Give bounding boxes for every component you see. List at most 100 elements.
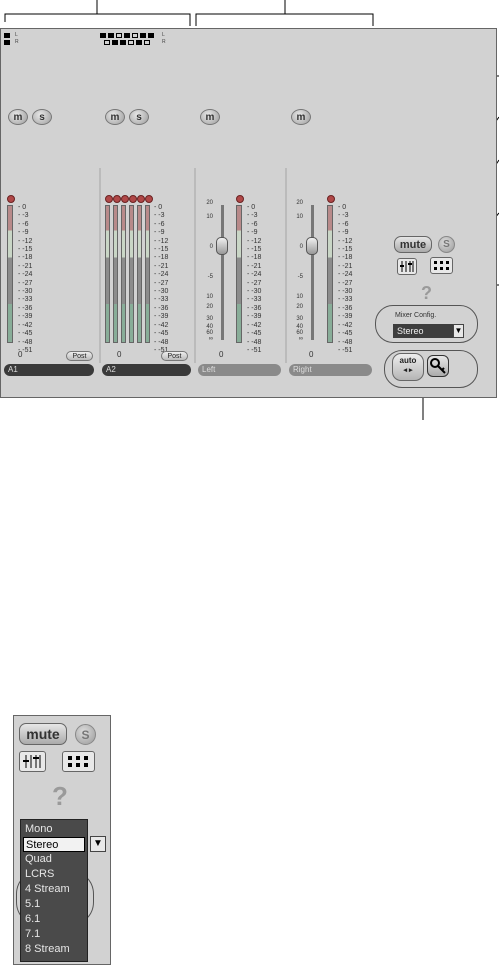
fader-scale-tick: 30 xyxy=(296,316,303,322)
meter-scale-tick: - -48 xyxy=(154,338,169,346)
meter-scale-tick: - -39 xyxy=(247,313,262,321)
strip-a2-clip-indicator[interactable] xyxy=(145,195,153,203)
matrix-view-button[interactable] xyxy=(430,257,453,274)
meter-scale-tick: - -36 xyxy=(154,304,169,312)
strip-left-mute-button[interactable]: m xyxy=(200,109,220,125)
meter-scale-tick: - -48 xyxy=(338,338,353,346)
strip-a2-meter xyxy=(129,205,134,343)
strip-a2-clip-indicator[interactable] xyxy=(121,195,129,203)
meter-scale-tick: - -3 xyxy=(154,212,165,220)
meter-scale-tick: - 0 xyxy=(154,204,163,211)
chevron-down-icon[interactable]: ▼ xyxy=(90,836,106,852)
strip-a2-mute-button[interactable]: m xyxy=(105,109,125,125)
meter-scale: - 0- -3- -6- -9- -12- -15- -18- -21- -24… xyxy=(247,204,261,355)
meter-scale-tick: - -39 xyxy=(338,313,353,321)
inset-matrix-view-button[interactable] xyxy=(62,751,95,772)
strip-right-meter xyxy=(327,205,333,343)
fader-view-icon xyxy=(400,261,414,272)
mini-label-l: L xyxy=(15,32,18,38)
dropdown-option-selected[interactable]: Stereo xyxy=(23,837,85,852)
master-solo-button[interactable]: S xyxy=(438,236,455,253)
meter-scale-tick: - -42 xyxy=(338,321,353,329)
matrix-view-icon xyxy=(434,261,449,270)
strip-a2-solo-button[interactable]: s xyxy=(129,109,149,125)
strip-a2-meter xyxy=(113,205,118,343)
strip-right-fader-handle[interactable] xyxy=(306,237,318,255)
mini-label-r-2: R xyxy=(162,39,166,45)
meter-scale-tick: - -45 xyxy=(154,330,169,338)
mixer-config-select[interactable]: Stereo xyxy=(393,324,453,338)
strip-a1-name[interactable]: A1 xyxy=(4,364,94,376)
inset-solo-button[interactable]: S xyxy=(75,724,96,745)
help-icon[interactable]: ? xyxy=(421,283,432,303)
strip-a1-clip-indicator[interactable] xyxy=(7,195,15,203)
meter-scale-tick: - -51 xyxy=(154,346,169,354)
meter-scale-tick: - -39 xyxy=(18,313,33,321)
strip-left-meter xyxy=(236,205,242,343)
meter-scale-tick: - -18 xyxy=(247,254,262,262)
meter-scale-tick: - -36 xyxy=(18,304,33,312)
meter-scale-tick: - -45 xyxy=(18,330,33,338)
strip-a2-name[interactable]: A2 xyxy=(102,364,191,376)
meter-scale-tick: - -6 xyxy=(338,220,349,228)
dropdown-option[interactable]: Quad xyxy=(25,853,52,865)
meter-scale-tick: - 0 xyxy=(18,204,27,211)
meter-scale: - 0- -3- -6- -9- -12- -15- -18- -21- -24… xyxy=(18,204,32,355)
meter-scale-tick: - -6 xyxy=(247,220,258,228)
strip-left-fader-handle[interactable] xyxy=(216,237,228,255)
inset-mute-button[interactable]: mute xyxy=(19,723,67,745)
master-mute-button[interactable]: mute xyxy=(394,236,432,253)
matrix-view-icon xyxy=(68,756,88,767)
dropdown-option[interactable]: 7.1 xyxy=(25,928,41,940)
fader-view-button[interactable] xyxy=(397,258,417,275)
mini-meter-a2-grid xyxy=(100,33,160,49)
fader-scale-tick: 20 xyxy=(296,200,303,206)
strip-a2-clip-indicator[interactable] xyxy=(129,195,137,203)
inset-fader-view-button[interactable] xyxy=(19,751,46,772)
dropdown-option[interactable]: 6.1 xyxy=(25,913,41,925)
dropdown-option[interactable]: 8 Stream xyxy=(25,943,70,955)
strip-a1-mute-button[interactable]: m xyxy=(8,109,28,125)
auto-button[interactable]: auto ◂ ▸ xyxy=(392,353,424,381)
fader-scale-tick: 60 xyxy=(206,330,213,336)
key-button[interactable] xyxy=(427,355,449,377)
meter-scale-tick: - -30 xyxy=(18,288,33,296)
strip-right-clip-indicator[interactable] xyxy=(327,195,335,203)
fader-scale-tick: 30 xyxy=(206,316,213,322)
meter-scale: - 0- -3- -6- -9- -12- -15- -18- -21- -24… xyxy=(338,204,352,355)
strip-a2-clip-indicator[interactable] xyxy=(113,195,121,203)
meter-scale-tick: - -30 xyxy=(154,288,169,296)
dropdown-option[interactable]: LCRS xyxy=(25,868,55,880)
dropdown-option[interactable]: Mono xyxy=(25,823,53,835)
meter-scale-tick: - -42 xyxy=(18,321,33,329)
meter-scale-tick: - -3 xyxy=(338,212,349,220)
strip-a2-clip-indicator[interactable] xyxy=(137,195,145,203)
strip-a2-clip-indicator[interactable] xyxy=(105,195,113,203)
strip-left-clip-indicator[interactable] xyxy=(236,195,244,203)
dropdown-option[interactable]: 5.1 xyxy=(25,898,41,910)
meter-scale-tick: - -9 xyxy=(154,229,165,237)
chevron-down-icon[interactable]: ▼ xyxy=(453,324,464,338)
meter-scale-tick: - 0 xyxy=(247,204,256,211)
strip-right-fader-track xyxy=(311,205,314,340)
meter-scale-tick: - -30 xyxy=(247,288,262,296)
meter-scale-tick: - 0 xyxy=(338,204,347,211)
strip-right-name[interactable]: Right xyxy=(289,364,372,376)
meter-scale-tick: - -18 xyxy=(154,254,169,262)
strip-a2-meter xyxy=(137,205,142,343)
strip-separator xyxy=(194,168,196,363)
strip-right-mute-button[interactable]: m xyxy=(291,109,311,125)
meter-scale-tick: - -27 xyxy=(338,279,353,287)
strip-left-name[interactable]: Left xyxy=(198,364,281,376)
dropdown-option[interactable]: 4 Stream xyxy=(25,883,70,895)
strip-a1-post-button[interactable]: Post xyxy=(66,351,93,361)
mini-label-r: R xyxy=(15,39,19,45)
strip-a2-level: 0 xyxy=(117,350,122,359)
strip-a1-solo-button[interactable]: s xyxy=(32,109,52,125)
strip-a2-post-button[interactable]: Post xyxy=(161,351,188,361)
meter-scale-tick: - -6 xyxy=(18,220,29,228)
meter-scale-tick: - -18 xyxy=(338,254,353,262)
inset-help-icon[interactable]: ? xyxy=(52,781,68,811)
meter-scale: - 0- -3- -6- -9- -12- -15- -18- -21- -24… xyxy=(154,204,168,355)
meter-scale-tick: - -12 xyxy=(247,237,262,245)
